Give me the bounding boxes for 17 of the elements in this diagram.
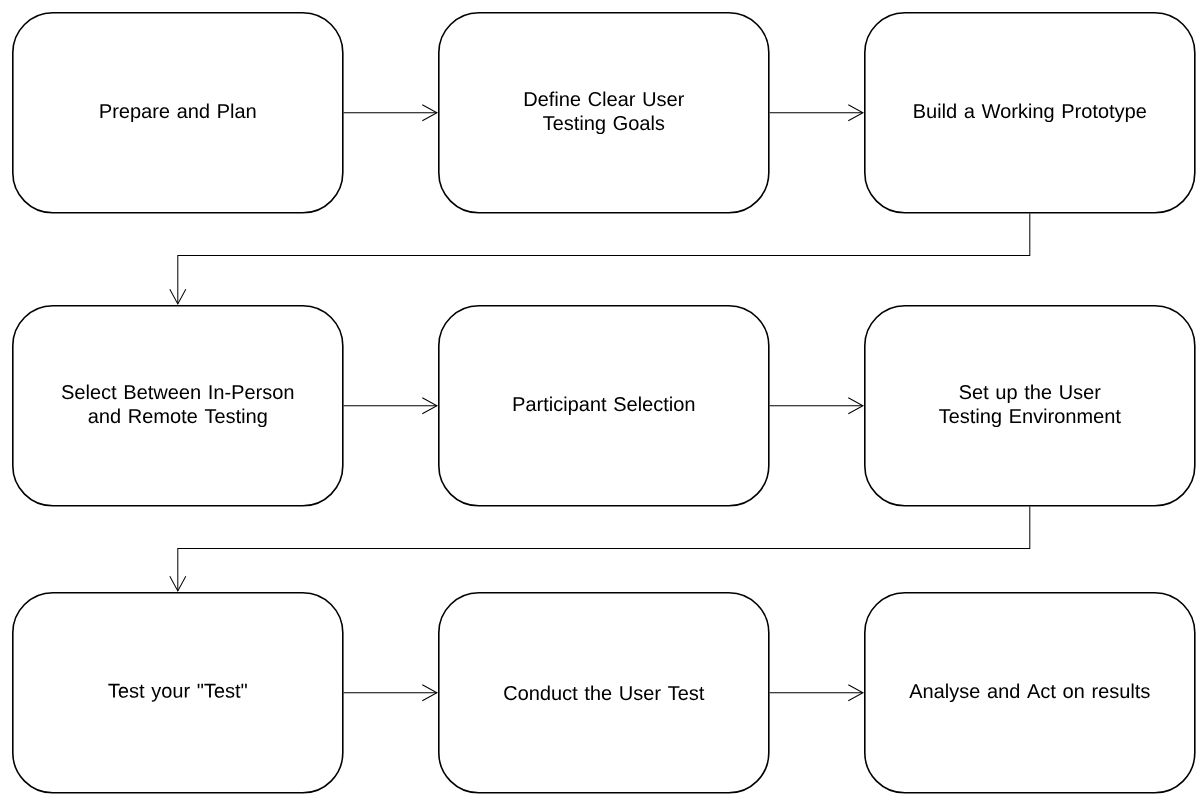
process-box: Test your "Test" — [12, 592, 344, 794]
process-box: Analyse and Act on results — [864, 592, 1196, 794]
arrow — [343, 397, 438, 415]
arrow — [169, 506, 1031, 592]
process-box: Prepare and Plan — [12, 12, 344, 214]
process-box: Conduct the User Test — [438, 592, 770, 794]
arrow — [769, 684, 864, 702]
process-box: Define Clear User Testing Goals — [438, 12, 770, 214]
arrow — [169, 213, 1031, 305]
arrow — [769, 397, 864, 415]
process-box: Participant Selection — [438, 305, 770, 507]
process-box: Select Between In-Person and Remote Testing — [12, 305, 344, 507]
process-box: Build a Working Prototype — [864, 12, 1196, 214]
process-box: Set up the User Testing Environment — [864, 305, 1196, 507]
arrow — [343, 684, 438, 702]
arrow — [343, 104, 438, 122]
arrow — [769, 104, 864, 122]
